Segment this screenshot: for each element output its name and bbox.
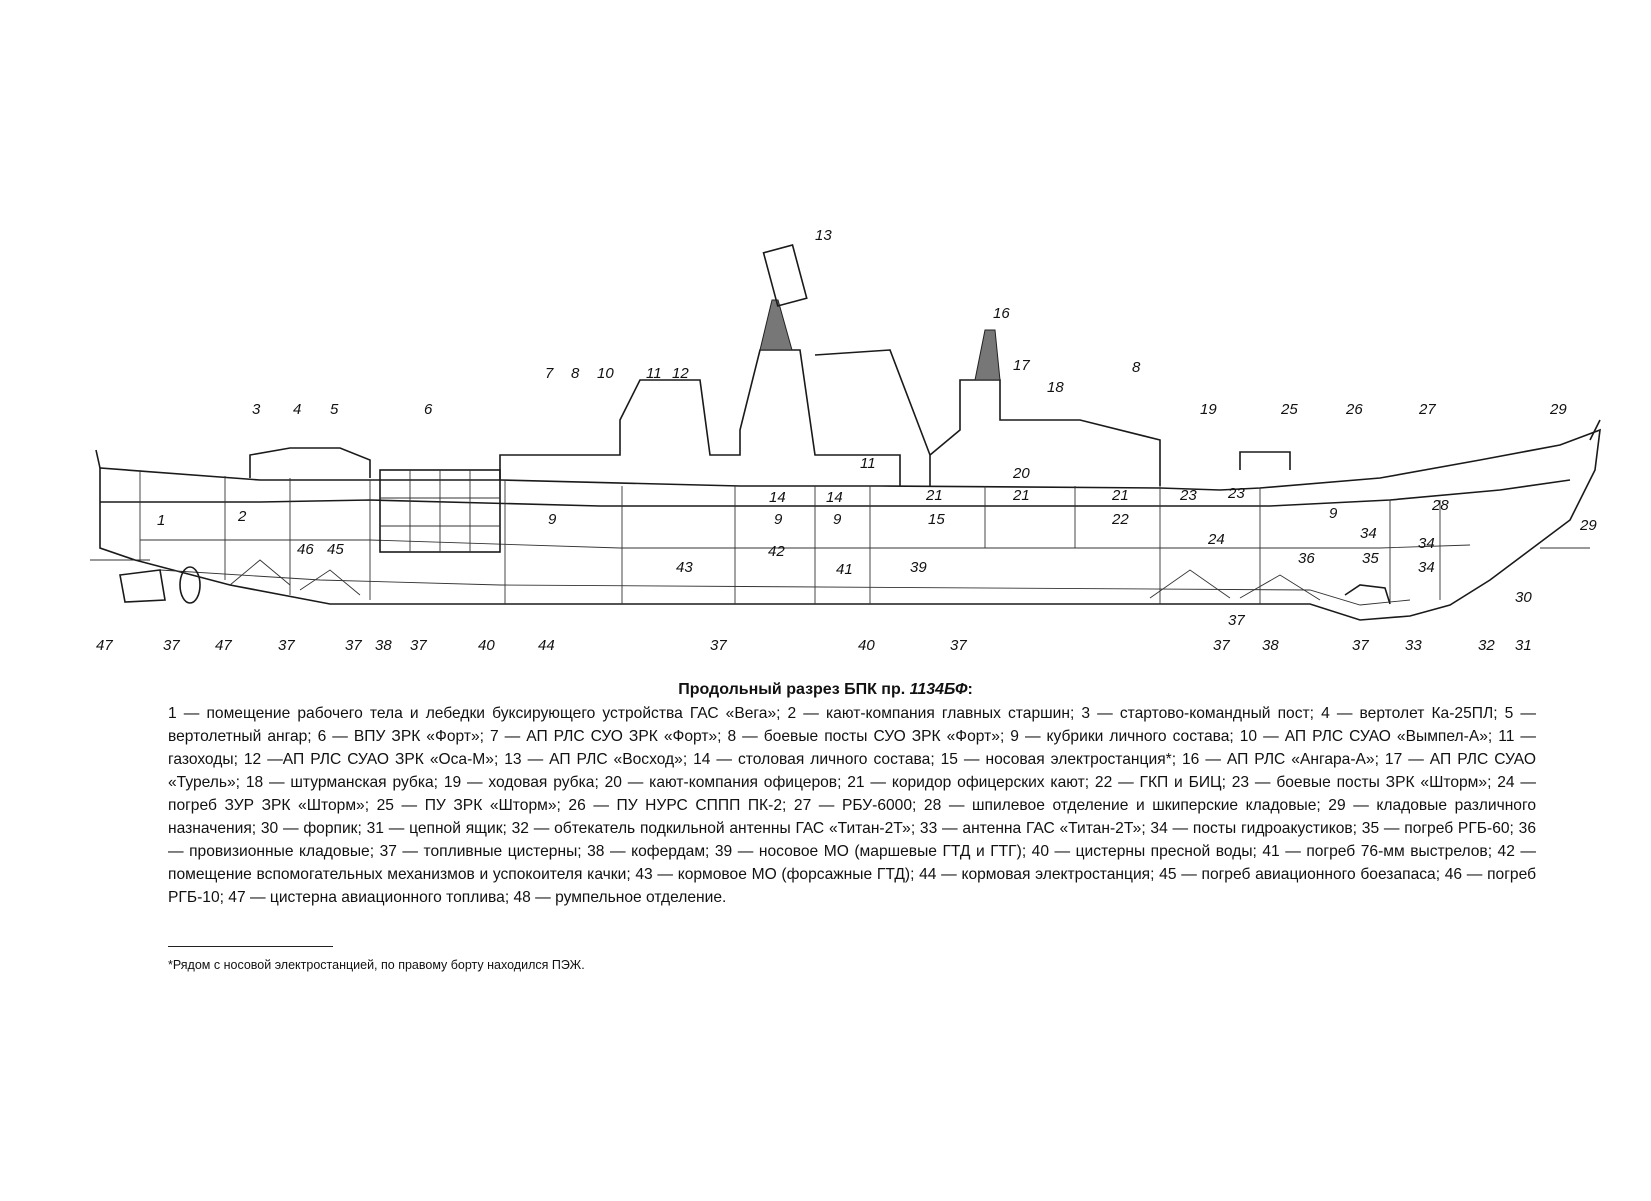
compartment-number: 41: [836, 561, 853, 578]
callout: 37: [278, 637, 295, 654]
sonar-dome: [1344, 584, 1391, 605]
callout: 19: [1200, 401, 1217, 418]
callout: 40: [478, 637, 495, 654]
callout: 7: [545, 365, 554, 382]
callout: 47: [96, 637, 113, 654]
compartment-number: 2: [237, 508, 247, 525]
compartment-number: 45: [327, 541, 344, 558]
callout: 37: [710, 637, 727, 654]
compartment-number: 21: [925, 487, 943, 504]
compartment-number: 9: [1329, 505, 1338, 522]
caption-suffix: :: [967, 681, 973, 698]
compartment-number: 22: [1111, 511, 1129, 528]
bow-staff: [1589, 419, 1601, 441]
compartment-number: 21: [1111, 487, 1129, 504]
figure-caption: Продольный разрез БПК пр. 1134БФ:: [0, 681, 1651, 699]
compartment-number: 23: [1227, 485, 1245, 502]
callout: 13: [815, 227, 832, 244]
ship-section-drawing: 13 16 17 18 8 7 8 10 11 12 3 4 5 6 11 19…: [90, 227, 1601, 654]
voskhod-antenna: [762, 244, 808, 307]
caption-model: 1134БФ: [909, 681, 968, 698]
footnote-rule: [168, 946, 333, 947]
forward-superstructure: [929, 379, 1161, 486]
hangar-superstructure: [249, 447, 371, 478]
callout: 27: [1418, 401, 1436, 418]
compartment-number: 42: [768, 543, 785, 560]
fuel-tank-hatching: [229, 559, 1321, 601]
forward-mast: [974, 329, 1001, 381]
compartment-number: 24: [1207, 531, 1225, 548]
compartment-number: 15: [928, 511, 945, 528]
main-mast: [759, 299, 793, 351]
compartment-number: 1: [157, 512, 165, 529]
callout: 29: [1549, 401, 1567, 418]
callout: 37: [950, 637, 967, 654]
compartment-number: 9: [774, 511, 783, 528]
compartment-number: 35: [1362, 550, 1379, 567]
callout: 17: [1013, 357, 1030, 374]
callout-labels: 13 16 17 18 8 7 8 10 11 12 3 4 5 6 11 19…: [96, 227, 1597, 654]
callout: 47: [215, 637, 232, 654]
legend-text: 1 — помещение рабочего тела и лебедки бу…: [168, 705, 1536, 906]
bulkheads: [139, 470, 1441, 604]
compartment-number: 23: [1179, 487, 1197, 504]
callout: 37: [1228, 612, 1245, 629]
propeller: [179, 566, 201, 604]
callout: 4: [293, 401, 301, 418]
central-superstructure: [499, 349, 901, 486]
crane-boom: [814, 349, 931, 456]
callout: 31: [1515, 637, 1532, 654]
callout: 18: [1047, 379, 1064, 396]
callout: 5: [330, 401, 339, 418]
callout: 38: [375, 637, 392, 654]
callout: 11: [860, 455, 876, 472]
compartment-number: 21: [1012, 487, 1030, 504]
compartment-number: 34: [1418, 535, 1435, 552]
hull-outline: [99, 428, 1601, 621]
callout: 29: [1579, 517, 1597, 534]
compartment-labels: 1 2 46 45 9 14 14 9 9 42 43 41 39 21 15 …: [157, 465, 1449, 578]
callout: 26: [1345, 401, 1363, 418]
compartment-number: 14: [769, 489, 786, 506]
callout: 3: [252, 401, 261, 418]
footnote: *Рядом с носовой электростанцией, по пра…: [168, 958, 585, 972]
compartment-number: 43: [676, 559, 693, 576]
callout: 44: [538, 637, 555, 654]
forward-launcher: [1239, 451, 1291, 470]
callout: 25: [1280, 401, 1298, 418]
upper-deck-line: [100, 479, 1571, 507]
callout: 30: [1515, 589, 1532, 606]
callout: 11: [646, 365, 662, 382]
callout: 10: [597, 365, 614, 382]
callout: 33: [1405, 637, 1422, 654]
callout: 8: [1132, 359, 1141, 376]
callout: 37: [410, 637, 427, 654]
launcher-cells: [380, 470, 500, 552]
callout: 37: [1213, 637, 1230, 654]
caption-prefix: Продольный разрез БПК пр.: [678, 681, 910, 698]
callout: 37: [1352, 637, 1369, 654]
callout: 12: [672, 365, 689, 382]
callout: 40: [858, 637, 875, 654]
callout: 6: [424, 401, 433, 418]
compartment-number: 36: [1298, 550, 1315, 567]
compartment-number: 34: [1418, 559, 1435, 576]
rudder: [119, 569, 166, 603]
compartment-number: 14: [826, 489, 843, 506]
callout: 37: [345, 637, 362, 654]
compartment-number: 39: [910, 559, 927, 576]
inner-bottom-line: [159, 569, 1411, 606]
compartment-number: 28: [1431, 497, 1449, 514]
callout: 8: [571, 365, 580, 382]
compartment-number: 46: [297, 541, 314, 558]
callout: 38: [1262, 637, 1279, 654]
compartment-number: 34: [1360, 525, 1377, 542]
callout: 37: [163, 637, 180, 654]
compartment-number: 9: [548, 511, 557, 528]
callout: 16: [993, 305, 1010, 322]
callout: 32: [1478, 637, 1495, 654]
compartment-number: 9: [833, 511, 842, 528]
compartment-number: 20: [1012, 465, 1030, 482]
stern-staff: [95, 449, 101, 469]
